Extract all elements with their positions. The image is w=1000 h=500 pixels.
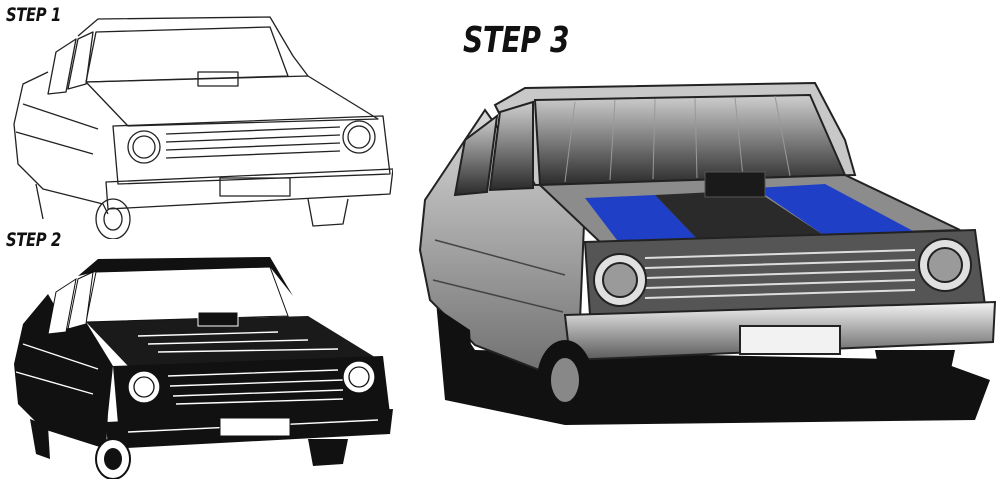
car-roof [77,16,309,77]
headlight-right [342,360,376,394]
hood-stripe-left [585,195,700,244]
car-windshield [85,26,289,83]
grille [165,126,341,159]
hood-scoop [704,171,766,198]
license-plate [219,417,291,437]
hood-stripe-right [755,184,915,236]
car-windshield [85,266,289,323]
car-illustration-colored [418,81,997,425]
step-3-label: STEP 3 [463,20,570,61]
step-2-label: STEP 2 [6,229,61,251]
car-illustration-line-art [13,16,393,239]
hood-scoop [197,311,239,327]
wheel-front-left [95,198,131,239]
car-hood-ink [86,316,378,366]
car-hood [85,75,379,127]
car-side-window [67,31,94,90]
car-side-window [488,100,534,192]
car-body-ink [14,294,113,449]
step-1-label: STEP 1 [6,4,61,26]
car-body-side [13,71,109,215]
headlight-left [127,130,161,164]
license-plate [739,325,841,355]
grille [644,249,916,299]
wheel-front-right [307,198,349,227]
headlight-right [342,120,376,154]
hood-scoop [197,71,239,87]
car-illustration-inked [14,257,393,479]
car-windshield [533,93,847,187]
license-plate [219,177,291,197]
wheel-front-right [875,350,955,400]
car-front-fascia [112,115,391,185]
headlight-left [127,370,161,404]
